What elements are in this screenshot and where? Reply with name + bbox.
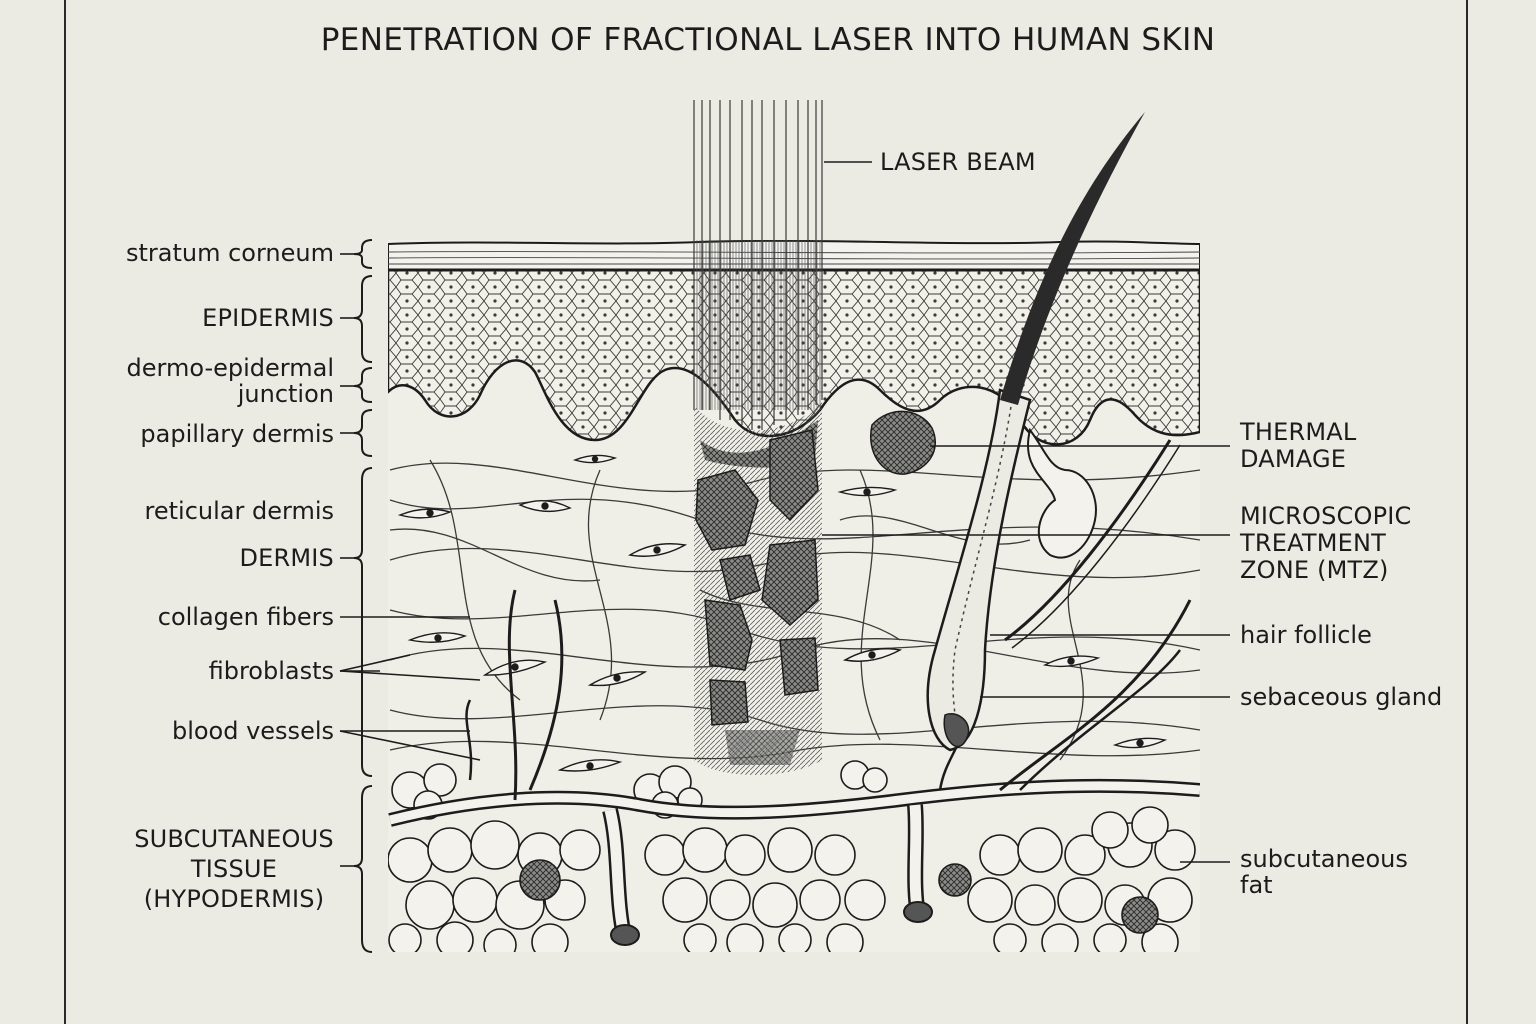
leader-lines <box>339 161 1230 867</box>
label-subcutaneous-line1: SUBCUTANEOUS <box>134 825 334 853</box>
label-fat-line1: subcutaneous <box>1240 845 1408 873</box>
label-papillary-dermis: papillary dermis <box>140 420 334 448</box>
label-mtz-line1: MICROSCOPIC <box>1240 502 1412 530</box>
hair-follicle <box>926 388 1032 752</box>
label-mtz-line2: TREATMENT <box>1240 529 1386 557</box>
laser-beam-in-skin <box>692 240 822 410</box>
diagram-frame <box>64 0 1468 1024</box>
label-mtz-line3: ZONE (MTZ) <box>1240 556 1389 584</box>
thermal-damage-area <box>870 410 937 475</box>
layer-brackets <box>353 239 373 953</box>
label-fat-line2: fat <box>1240 871 1273 899</box>
sebaceous-gland <box>1027 427 1097 559</box>
label-epidermis: EPIDERMIS <box>202 304 334 332</box>
label-reticular-dermis: reticular dermis <box>144 497 334 525</box>
diagram-title: PENETRATION OF FRACTIONAL LASER INTO HUM… <box>320 22 1216 58</box>
label-blood-vessels: blood vessels <box>171 717 334 745</box>
label-dej-line1: dermo-epidermal <box>126 354 334 382</box>
label-subcutaneous-line2: TISSUE <box>190 855 278 883</box>
label-thermal-line2: DAMAGE <box>1240 445 1347 473</box>
label-sebaceous-gland: sebaceous gland <box>1240 683 1443 711</box>
label-stratum-corneum: stratum corneum <box>125 239 334 267</box>
label-dej-line2: junction <box>237 380 334 408</box>
label-thermal-line1: THERMAL <box>1240 418 1357 446</box>
label-laser-beam: LASER BEAM <box>880 148 1036 176</box>
label-collagen-fibers: collagen fibers <box>157 603 334 631</box>
label-subcutaneous-line3: (HYPODERMIS) <box>143 885 325 913</box>
hair-shaft <box>1000 112 1145 405</box>
label-dermis: DERMIS <box>239 544 334 572</box>
label-hair-follicle: hair follicle <box>1240 621 1372 649</box>
fibroblasts <box>397 454 1168 772</box>
laser-beam <box>693 100 823 430</box>
label-fibroblasts: fibroblasts <box>208 657 334 685</box>
microscopic-treatment-zone <box>694 400 822 775</box>
